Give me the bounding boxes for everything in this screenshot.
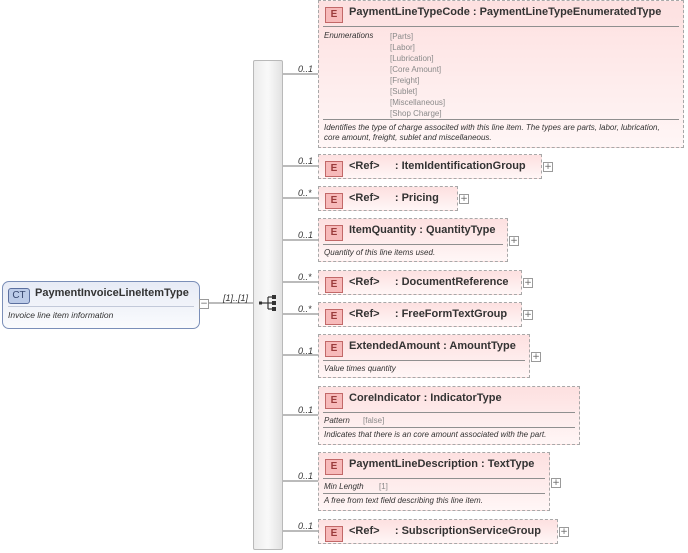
enumeration-value: [Miscellaneous] [390, 98, 446, 107]
divider [323, 493, 545, 494]
divider [323, 412, 575, 413]
multiplicity-label: 0..1 [298, 346, 314, 356]
facet-label: Pattern [324, 416, 350, 425]
element-pricing[interactable]: E <Ref> : Pricing [318, 186, 458, 211]
element-name: ExtendedAmount : AmountType [349, 340, 516, 352]
element-payment-line-description[interactable]: E PaymentLineDescription : TextType Min … [318, 452, 550, 511]
plus-icon[interactable]: + [523, 310, 533, 320]
multiplicity-label: 0..* [298, 272, 312, 282]
element-badge: E [325, 7, 343, 23]
element-name: <Ref> : ItemIdentificationGroup [349, 160, 526, 172]
complex-type-box[interactable]: CT PaymentInvoiceLineItemType Invoice li… [2, 281, 200, 329]
element-badge: E [325, 341, 343, 357]
facet-label: Enumerations [324, 31, 374, 40]
element-badge: E [325, 393, 343, 409]
plus-icon[interactable]: + [543, 162, 553, 172]
complex-type-name: PaymentInvoiceLineItemType [35, 287, 189, 299]
element-documentation: Value times quantity [324, 364, 396, 373]
plus-icon[interactable]: + [459, 194, 469, 204]
enumeration-value: [Lubrication] [390, 54, 434, 63]
divider [323, 244, 503, 245]
multiplicity-label: 0..1 [298, 230, 314, 240]
element-name: PaymentLineTypeCode : PaymentLineTypeEnu… [349, 6, 662, 18]
element-name: CoreIndicator : IndicatorType [349, 392, 502, 404]
enumeration-value: [Labor] [390, 43, 415, 52]
element-item-quantity[interactable]: E ItemQuantity : QuantityType Quantity o… [318, 218, 508, 262]
enumeration-value: [Core Amount] [390, 65, 442, 74]
enumeration-value: [Sublet] [390, 87, 418, 96]
element-badge: E [325, 459, 343, 475]
complex-type-multiplicity: [1]..[1] [223, 293, 249, 303]
plus-icon[interactable]: + [551, 478, 561, 488]
multiplicity-label: 0..1 [298, 471, 314, 481]
plus-icon[interactable]: + [531, 352, 541, 362]
element-badge: E [325, 526, 343, 542]
enumeration-value: [Shop Charge] [390, 109, 442, 118]
divider [8, 306, 194, 307]
enumeration-value: [Freight] [390, 76, 420, 85]
divider [323, 26, 679, 27]
element-documentation: Indicates that there is an core amount a… [324, 430, 547, 439]
complex-type-badge: CT [8, 288, 30, 304]
divider [323, 360, 525, 361]
element-badge: E [325, 225, 343, 241]
multiplicity-label: 0..1 [298, 64, 314, 74]
element-name: PaymentLineDescription : TextType [349, 458, 535, 470]
element-badge: E [325, 277, 343, 293]
facet-value: [1] [379, 482, 388, 491]
facet-value: [false] [363, 416, 385, 425]
element-item-identification-group[interactable]: E <Ref> : ItemIdentificationGroup [318, 154, 542, 179]
complex-type-documentation: Invoice line item information [8, 310, 114, 320]
element-badge: E [325, 309, 343, 325]
plus-icon[interactable]: + [559, 527, 569, 537]
element-badge: E [325, 161, 343, 177]
element-documentation: Quantity of this line items used. [324, 248, 436, 257]
plus-icon[interactable]: + [509, 236, 519, 246]
multiplicity-label: 0..* [298, 304, 312, 314]
enumeration-list: [Parts] [Labor] [Lubrication] [Core Amou… [390, 31, 445, 119]
element-payment-line-type-code[interactable]: E PaymentLineTypeCode : PaymentLineTypeE… [318, 0, 684, 148]
element-name: <Ref> : Pricing [349, 192, 439, 204]
element-core-indicator[interactable]: E CoreIndicator : IndicatorType Pattern … [318, 386, 580, 445]
multiplicity-label: 0..1 [298, 521, 314, 531]
element-name: <Ref> : FreeFormTextGroup [349, 308, 508, 320]
multiplicity-label: 0..1 [298, 405, 314, 415]
element-badge: E [325, 193, 343, 209]
sequence-compositor-icon[interactable] [259, 294, 279, 312]
facet-label: Min Length [324, 482, 364, 491]
element-name: <Ref> : DocumentReference [349, 276, 509, 288]
element-free-form-text-group[interactable]: E <Ref> : FreeFormTextGroup [318, 302, 522, 327]
multiplicity-label: 0..1 [298, 156, 314, 166]
element-extended-amount[interactable]: E ExtendedAmount : AmountType Value time… [318, 334, 530, 378]
enumeration-value: [Parts] [390, 32, 414, 41]
divider [323, 478, 545, 479]
plus-icon[interactable]: + [523, 278, 533, 288]
minus-icon[interactable]: − [199, 299, 209, 309]
element-name: ItemQuantity : QuantityType [349, 224, 496, 236]
divider [323, 427, 575, 428]
element-documentation: A free from text field describing this l… [324, 496, 483, 505]
multiplicity-label: 0..* [298, 188, 312, 198]
element-documentation: Identifies the type of charge associted … [324, 123, 660, 142]
element-subscription-service-group[interactable]: E <Ref> : SubscriptionServiceGroup [318, 519, 558, 544]
element-name: <Ref> : SubscriptionServiceGroup [349, 525, 541, 537]
element-document-reference[interactable]: E <Ref> : DocumentReference [318, 270, 522, 295]
divider [323, 119, 679, 120]
